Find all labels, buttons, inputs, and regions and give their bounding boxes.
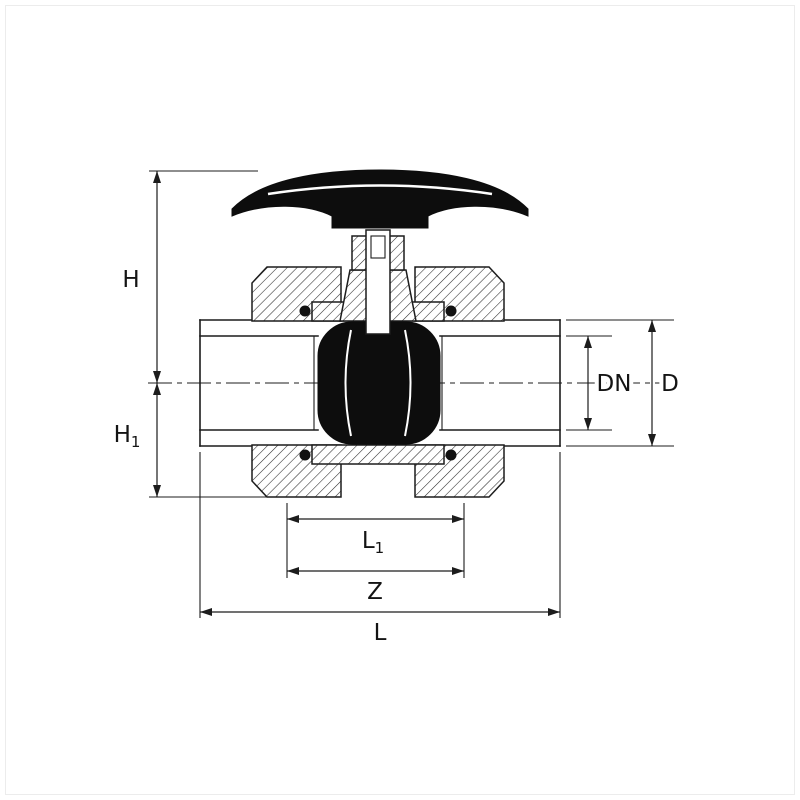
stem-top-detail	[370, 235, 386, 259]
dim-label-D: D	[661, 371, 679, 397]
dimension-L1: L1	[286, 503, 465, 578]
dimension-DN: DN	[566, 335, 635, 431]
valve-ball	[317, 321, 441, 445]
stem-shaft	[365, 229, 391, 335]
dimension-D: D	[566, 319, 683, 447]
dimension-Z: Z	[287, 567, 464, 605]
o-ring-icon	[445, 305, 457, 317]
dim-label-Z: Z	[367, 579, 383, 605]
o-ring-icon	[299, 305, 311, 317]
dimension-L: L	[199, 452, 561, 646]
dim-label-H: H	[122, 267, 139, 293]
valve-stem	[365, 229, 391, 335]
dim-label-L1: L1	[362, 528, 384, 557]
dim-label-L: L	[374, 620, 387, 646]
dimension-H: H	[122, 170, 258, 383]
o-ring-icon	[299, 449, 311, 461]
dim-label-H1: H1	[114, 422, 141, 451]
o-ring-seals	[299, 305, 457, 461]
dimension-H1: H1	[114, 383, 300, 498]
dim-label-DN: DN	[597, 371, 632, 397]
handle-highlight	[267, 184, 493, 196]
o-ring-icon	[445, 449, 457, 461]
valve-handle	[231, 169, 529, 229]
